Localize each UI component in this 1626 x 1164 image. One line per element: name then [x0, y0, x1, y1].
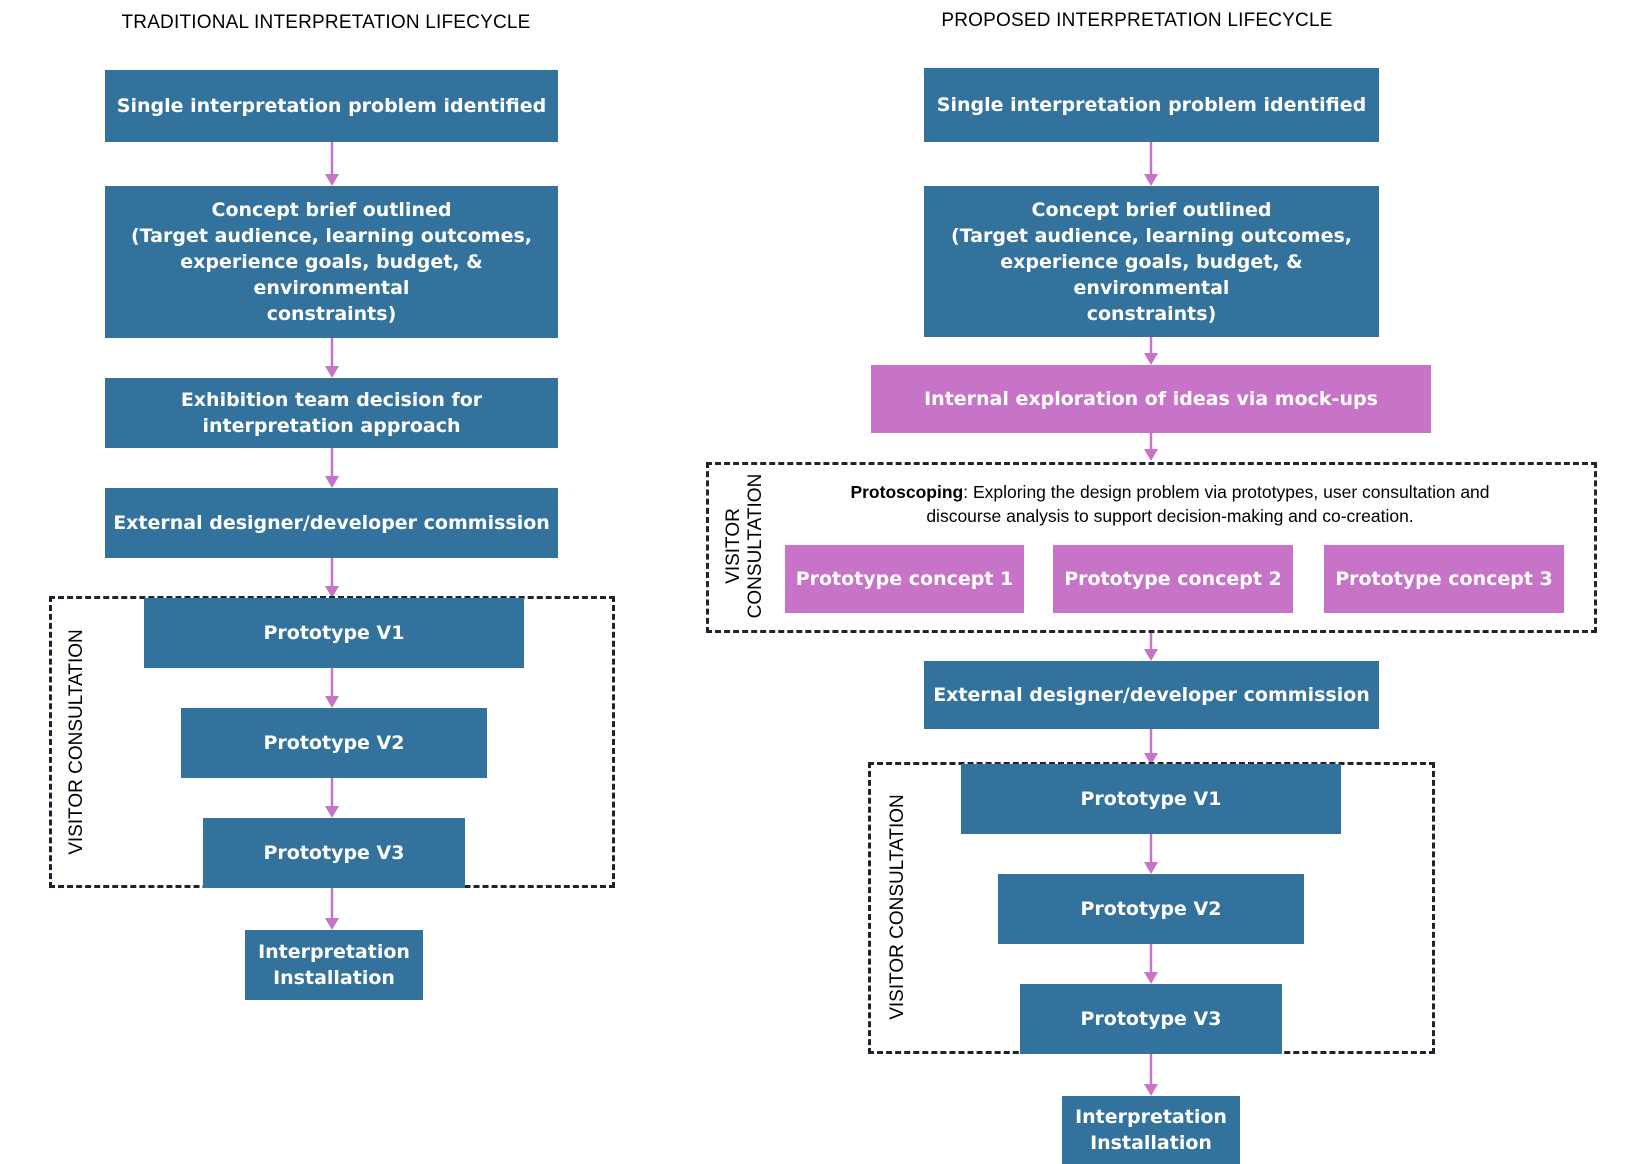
- arrow-icon: [1144, 142, 1158, 186]
- prop-commission-box: External designer/developer commission: [924, 661, 1379, 729]
- prop-brief-box: Concept brief outlined (Target audience,…: [924, 186, 1379, 337]
- protoscoping-frame: [706, 462, 1597, 633]
- proposed-title: PROPOSED INTERPRETATION LIFECYCLE: [941, 10, 1333, 31]
- prop-installation-box: Interpretation Installation: [1062, 1096, 1240, 1164]
- prototype-concept-3-box: Prototype concept 3: [1324, 545, 1564, 613]
- trad-prototype-v1-box: Prototype V1: [144, 598, 524, 668]
- trad-commission-box: External designer/developer commission: [105, 488, 558, 558]
- trad-brief-box: Concept brief outlined (Target audience,…: [105, 186, 558, 338]
- trad-decision-box: Exhibition team decision for interpretat…: [105, 378, 558, 448]
- arrow-icon: [1144, 944, 1158, 984]
- prop-prototype-v1-box: Prototype V1: [961, 764, 1341, 834]
- arrow-icon: [325, 338, 339, 378]
- arrow-icon: [325, 668, 339, 708]
- trad-problem-box: Single interpretation problem identified: [105, 70, 558, 142]
- arrow-icon: [1144, 834, 1158, 874]
- prop-mockups-box: Internal exploration of ideas via mock-u…: [871, 365, 1431, 433]
- protoscoping-description: Protoscoping: Exploring the design probl…: [790, 480, 1550, 528]
- protoscoping-text: : Exploring the design problem via proto…: [926, 482, 1490, 526]
- arrow-icon: [1144, 433, 1158, 461]
- prop-prototype-v3-box: Prototype V3: [1020, 984, 1282, 1054]
- arrow-icon: [325, 142, 339, 186]
- arrow-icon: [325, 888, 339, 930]
- prototype-concept-1-box: Prototype concept 1: [785, 545, 1024, 613]
- trad-prototype-v2-box: Prototype V2: [181, 708, 487, 778]
- arrow-icon: [325, 778, 339, 818]
- trad-installation-box: Interpretation Installation: [245, 930, 423, 1000]
- prop-problem-box: Single interpretation problem identified: [924, 68, 1379, 142]
- arrow-icon: [325, 448, 339, 488]
- arrow-icon: [1144, 633, 1158, 661]
- prototype-concept-2-box: Prototype concept 2: [1053, 545, 1293, 613]
- arrow-icon: [1144, 1054, 1158, 1096]
- trad-prototype-v3-box: Prototype V3: [203, 818, 465, 888]
- arrow-icon: [1144, 337, 1158, 365]
- protoscoping-term: Protoscoping: [850, 482, 964, 502]
- traditional-title: TRADITIONAL INTERPRETATION LIFECYCLE: [121, 12, 531, 33]
- prop-prototype-v2-box: Prototype V2: [998, 874, 1304, 944]
- arrow-icon: [325, 558, 339, 598]
- arrow-icon: [1144, 729, 1158, 765]
